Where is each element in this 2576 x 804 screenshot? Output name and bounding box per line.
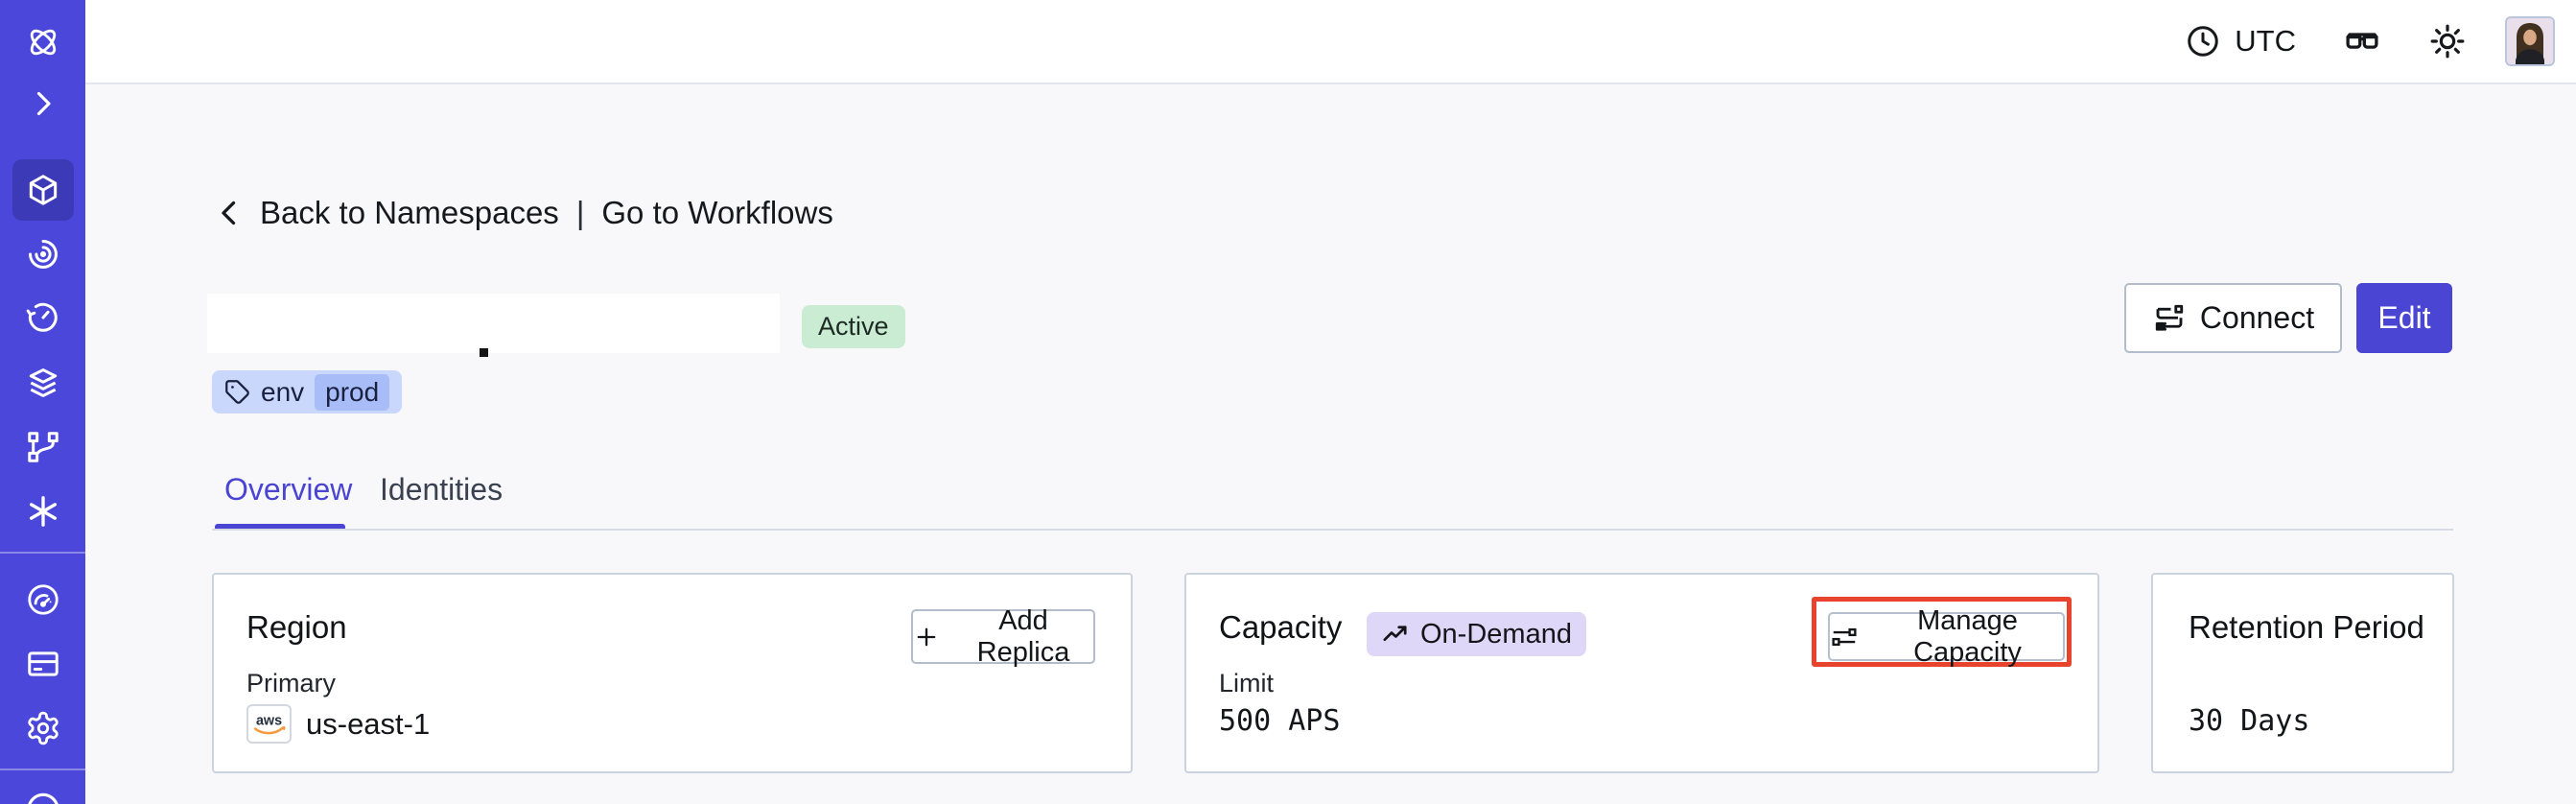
breadcrumb-back-link[interactable]: Back to Namespaces	[260, 195, 559, 230]
sidebar-item-billing[interactable]	[0, 646, 85, 682]
schedules-clock-icon	[26, 302, 58, 332]
sidebar-item-settings[interactable]	[0, 710, 85, 746]
capacity-card-title: Capacity	[1219, 609, 1343, 645]
region-value: us-east-1	[306, 706, 431, 741]
temporal-logo-icon[interactable]	[0, 23, 85, 61]
workflows-swirl-icon	[28, 240, 58, 269]
timezone-label: UTC	[2235, 24, 2296, 58]
namespace-title-redacted	[207, 294, 780, 353]
theme-sun-icon[interactable]	[2428, 22, 2467, 60]
ondemand-badge-label: On-Demand	[1420, 618, 1572, 650]
plus-icon	[913, 624, 940, 650]
region-primary-label: Primary	[246, 669, 336, 698]
edit-button[interactable]: Edit	[2356, 283, 2452, 353]
status-badge-label: Active	[818, 312, 889, 341]
settings-gear-icon	[27, 711, 59, 745]
connect-button[interactable]: Connect	[2124, 283, 2342, 353]
sliders-icon	[1830, 623, 1859, 651]
retention-card-title: Retention Period	[2189, 609, 2424, 645]
sidebar-item-namespaces[interactable]	[12, 159, 74, 221]
timezone-selector[interactable]: UTC	[2185, 23, 2296, 59]
batch-branch-icon	[27, 432, 59, 462]
region-card: Region Add Replica Primary aws us-east-1	[212, 573, 1133, 773]
tag-key: env	[261, 376, 305, 407]
sidebar-item-nexus[interactable]	[0, 493, 85, 530]
sidebar-divider	[0, 769, 85, 770]
retention-card: Retention Period 30 Days	[2151, 573, 2454, 773]
sidebar-item-batch-operations[interactable]	[0, 429, 85, 465]
breadcrumb: Back to Namespaces | Go to Workflows	[212, 195, 833, 231]
user-avatar[interactable]	[2505, 16, 2555, 66]
add-replica-label: Add Replica	[976, 604, 1070, 668]
retention-value: 30 Days	[2189, 704, 2310, 738]
labs-glasses-icon[interactable]	[2342, 21, 2382, 61]
capacity-limit-label: Limit	[1219, 669, 1275, 698]
trend-up-icon	[1381, 620, 1411, 650]
deployments-layers-icon	[29, 368, 57, 397]
breadcrumb-separator: |	[575, 195, 585, 230]
sidebar-item-deployments[interactable]	[0, 365, 85, 401]
billing-card-icon	[27, 651, 59, 676]
add-replica-button[interactable]: Add Replica	[911, 605, 1095, 668]
sidebar-item-workflows[interactable]	[0, 236, 85, 272]
back-chevron-icon[interactable]	[212, 196, 246, 230]
tab-overview[interactable]: Overview	[224, 472, 353, 507]
connect-icon	[2152, 301, 2187, 336]
status-badge: Active	[802, 305, 905, 348]
topbar: UTC	[85, 0, 2576, 84]
nexus-asterisk-icon	[29, 496, 57, 527]
manage-capacity-button[interactable]: Manage Capacity	[1828, 605, 2065, 668]
red-annotation-box: Manage Capacity	[1812, 597, 2072, 668]
aws-logo-badge: aws	[246, 704, 292, 744]
namespace-tag[interactable]: env prod	[212, 370, 403, 414]
edit-button-label: Edit	[2377, 300, 2431, 335]
sidebar-divider	[0, 552, 85, 554]
tag-icon	[224, 379, 250, 405]
manage-capacity-label: Manage Capacity	[1913, 604, 2022, 668]
tag-value-chip: prod	[315, 373, 390, 411]
region-card-title: Region	[246, 609, 347, 645]
capacity-card: Capacity On-Demand Manage Capacity Limit…	[1184, 573, 2099, 773]
namespaces-cube-icon	[29, 175, 58, 205]
capacity-value: 500 APS	[1219, 704, 1341, 738]
tabs-divider-line	[212, 529, 2453, 531]
ondemand-badge: On-Demand	[1367, 612, 1586, 656]
breadcrumb-workflows-link[interactable]: Go to Workflows	[601, 195, 833, 230]
sidebar-item-schedules[interactable]	[0, 299, 85, 336]
sidebar-item-usage[interactable]	[0, 581, 85, 618]
connect-button-label: Connect	[2199, 300, 2315, 335]
aws-logo-text: aws	[256, 714, 282, 729]
usage-gauge-icon	[27, 584, 59, 615]
sidebar-expand-chevron-icon[interactable]	[0, 86, 85, 121]
active-tab-underline	[215, 524, 345, 531]
redacted-text-artifact	[480, 348, 488, 357]
clock-icon	[2185, 23, 2221, 59]
support-circle-icon	[27, 792, 59, 804]
header-actions: Connect Edit	[2124, 283, 2452, 353]
sidebar-nav	[0, 0, 85, 804]
tab-identities[interactable]: Identities	[380, 472, 503, 507]
sidebar-item-support[interactable]	[0, 787, 85, 804]
